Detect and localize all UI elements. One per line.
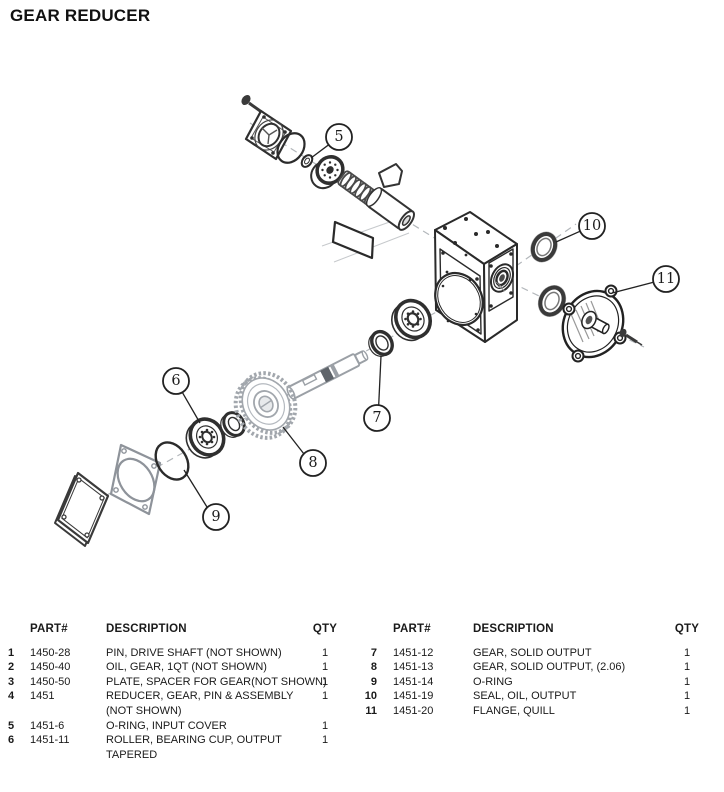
- input-bearing: [310, 155, 345, 190]
- row-desc: GEAR, SOLID OUTPUT, (2.06): [473, 661, 626, 674]
- bearing-cone: [220, 411, 246, 438]
- callout-5: 5: [310, 123, 353, 159]
- row-qty: 1: [683, 675, 691, 688]
- row-part: 1451-14: [393, 675, 434, 688]
- callout-11: 11: [611, 265, 680, 294]
- gearbox-housing: [434, 211, 518, 343]
- row-part: 1451-6: [30, 719, 65, 732]
- row-num: 5: [8, 719, 15, 732]
- row-num: 11: [365, 704, 377, 717]
- row-part: 1451-13: [393, 661, 434, 674]
- row-desc: SEAL, OIL, OUTPUT: [473, 690, 577, 703]
- row-desc: FLANGE, QUILL: [473, 704, 555, 717]
- row-part: 1450-28: [30, 646, 71, 659]
- flange-hub: [581, 310, 610, 335]
- column-header-description: DESCRIPTION: [106, 623, 187, 635]
- callout-6-label: 6: [171, 373, 180, 389]
- output-bearing-item6: [185, 417, 226, 459]
- callout-9: 9: [183, 469, 230, 531]
- header-spacer: [363, 622, 377, 646]
- row-desc: PIN, DRIVE SHAFT (NOT SHOWN): [106, 646, 282, 659]
- output-seal: [537, 285, 567, 317]
- callout-10: 10: [555, 212, 606, 243]
- row-num: 3: [8, 675, 15, 688]
- row-desc: REDUCER, GEAR, PIN & ASSEMBLY (NOT SHOWN…: [106, 690, 294, 717]
- row-qty: 1: [683, 646, 691, 659]
- callout-6: 6: [162, 367, 201, 424]
- callout-7: 7: [363, 355, 391, 432]
- row-desc: O-RING: [473, 675, 513, 688]
- row-desc: PLATE, SPACER FOR GEAR(NOT SHOWN): [106, 675, 327, 688]
- flange-bolt: [619, 328, 643, 346]
- row-qty: 1: [321, 646, 329, 659]
- exploded-view-diagram: 5 6 7 8 9: [54, 94, 680, 547]
- row-num: 1: [8, 646, 15, 659]
- row-part: 1451-19: [393, 690, 434, 703]
- input-cover: [244, 109, 293, 161]
- row-qty: 1: [683, 661, 691, 674]
- output-shaft: [286, 350, 369, 400]
- row-desc: GEAR, SOLID OUTPUT: [473, 646, 592, 659]
- row-num: 2: [8, 661, 15, 674]
- row-num: 4: [8, 690, 15, 703]
- output-gasket: [109, 443, 162, 516]
- housing-top-bolt-holes: [443, 217, 499, 248]
- column-header-qty: QTY: [312, 623, 338, 635]
- column-header-part: PART#: [30, 623, 68, 635]
- callout-9-label: 9: [211, 509, 220, 525]
- callout-11-label: 11: [657, 271, 675, 287]
- row-part: 1451: [30, 690, 55, 703]
- bearing-cup-item7: [368, 329, 394, 357]
- row-num: 9: [370, 675, 377, 688]
- row-part: 1450-50: [30, 675, 71, 688]
- row-desc: O-RING, INPUT COVER: [106, 719, 227, 732]
- parts-table-left: PART# DESCRIPTION QTY 1 1450-28 PIN, DRIVE…: [8, 622, 342, 762]
- bent-flag-plate: [378, 163, 403, 188]
- callout-8-label: 8: [308, 455, 317, 471]
- housing-output-port: [489, 263, 515, 293]
- row-num: 8: [370, 661, 377, 674]
- callouts: 5 6 7 8 9: [162, 123, 680, 531]
- row-qty: 1: [321, 719, 329, 732]
- callout-7-label: 7: [372, 410, 381, 426]
- row-qty: 1: [321, 690, 329, 703]
- output-gear-item8: [233, 371, 298, 440]
- column-header-description: DESCRIPTION: [473, 623, 554, 635]
- housing-front-opening: [434, 272, 484, 326]
- row-part: 1451-20: [393, 704, 434, 717]
- housing-side-bolt-holes: [489, 252, 513, 308]
- row-desc: ROLLER, BEARING CUP, OUTPUT TAPERED: [106, 734, 282, 761]
- column-header-qty: QTY: [674, 623, 700, 635]
- o-ring-item9: [154, 441, 190, 481]
- page-title: GEAR REDUCER: [10, 6, 151, 25]
- row-part: 1451-11: [30, 734, 70, 747]
- small-o-ring-item5: [300, 154, 314, 168]
- callout-5-label: 5: [334, 129, 343, 145]
- row-qty: 1: [321, 734, 329, 747]
- row-part: 1450-40: [30, 661, 71, 674]
- column-header-part: PART#: [393, 623, 431, 635]
- spacer-plate: [331, 220, 375, 260]
- row-qty: 1: [321, 661, 329, 674]
- input-coupler: [365, 186, 415, 231]
- row-num: 10: [364, 690, 377, 703]
- callout-10-label: 10: [583, 218, 601, 234]
- output-cover-plate: [54, 471, 110, 547]
- row-part: 1451-12: [393, 646, 434, 659]
- row-desc: OIL, GEAR, 1QT (NOT SHOWN): [106, 661, 267, 674]
- row-num: 7: [370, 646, 377, 659]
- oil-seal-item10: [530, 231, 558, 263]
- output-bearing-large: [391, 298, 432, 342]
- row-qty: 1: [321, 675, 329, 688]
- input-cover-o-ring: [276, 132, 306, 164]
- row-num: 6: [8, 734, 15, 747]
- row-qty: 1: [683, 690, 691, 703]
- row-qty: 1: [683, 704, 691, 717]
- callout-8: 8: [282, 426, 327, 477]
- header-spacer: [8, 622, 30, 646]
